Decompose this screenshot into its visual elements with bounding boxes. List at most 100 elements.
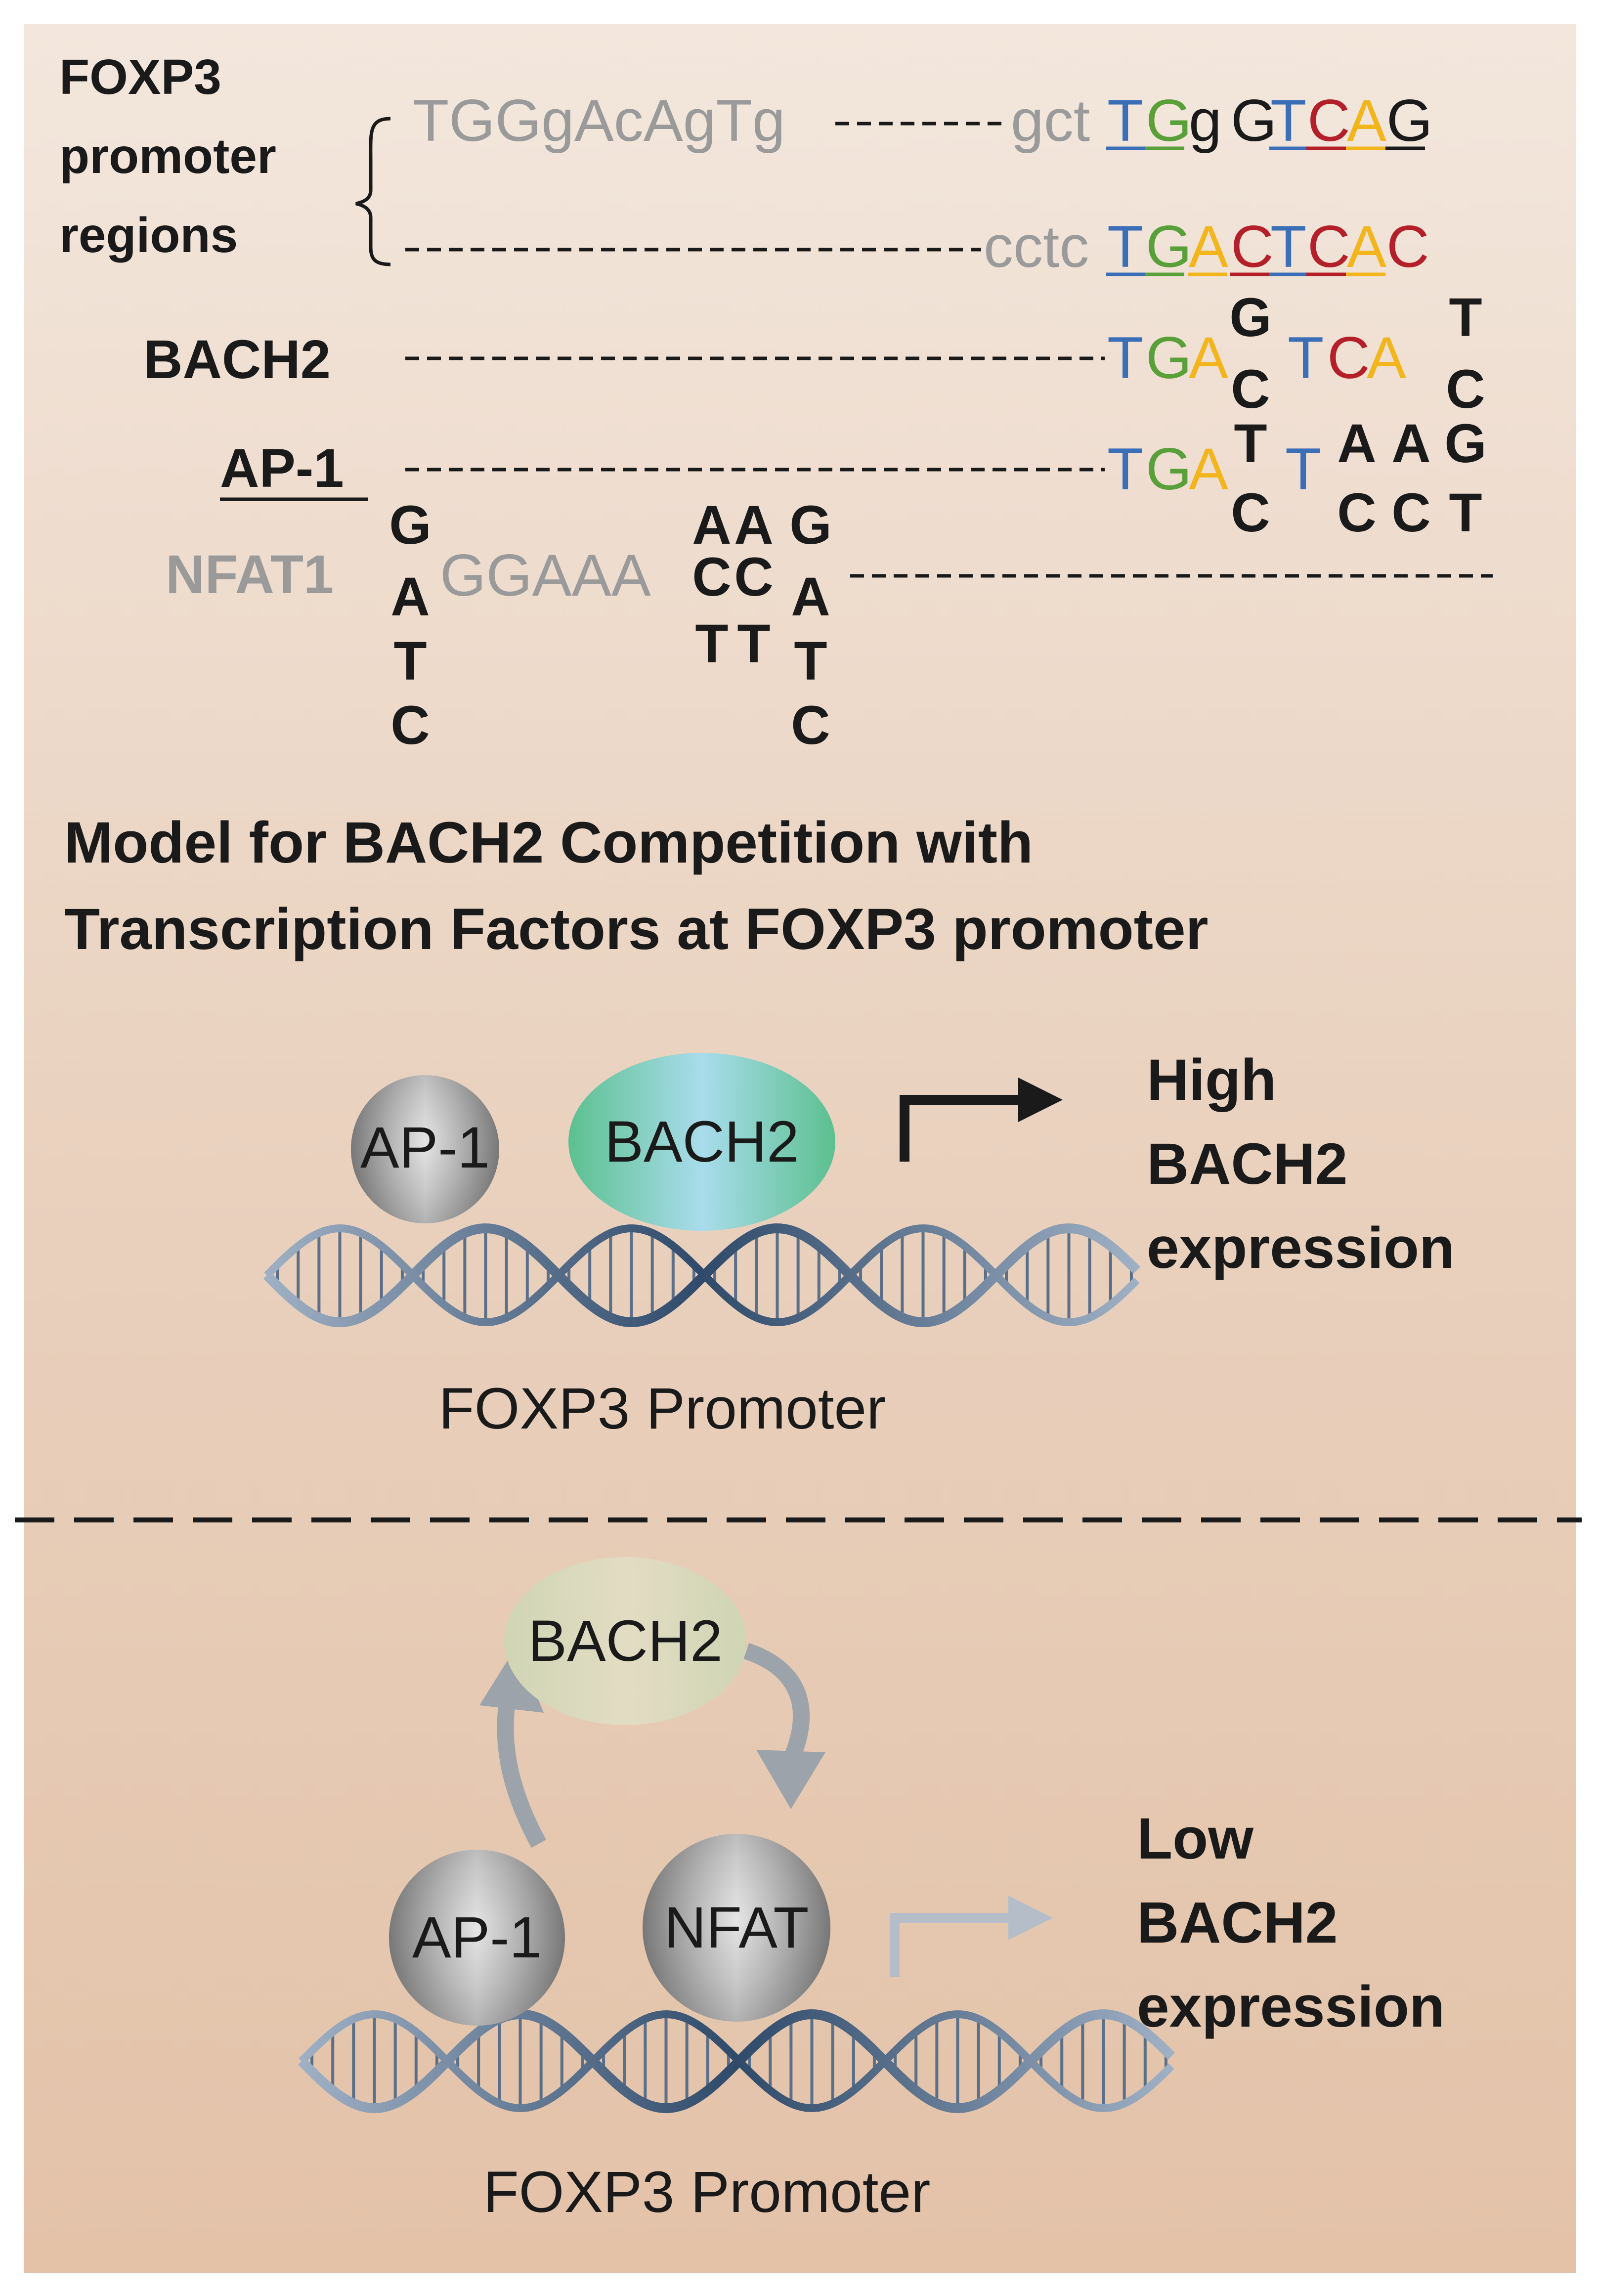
svg-text:AP-1: AP-1 [360,1115,490,1180]
base-letter: G [389,495,432,556]
base-letter: C [1391,482,1430,543]
svg-text:promoter: promoter [59,129,276,184]
low-expression-label: Low BACH2 expression [1137,1806,1445,2039]
base-letter: C [1327,325,1370,391]
base-letter: G [1146,87,1192,154]
foxp3-promoter-label: FOXP3 promoter regions [59,49,276,263]
curved-arrow-down-icon [743,1643,825,1809]
base-letter: T [1285,436,1321,502]
promoter-label-top: FOXP3 Promoter [439,1376,886,1441]
high-expression-label: High BACH2 expression [1147,1047,1455,1281]
svg-text:FOXP3: FOXP3 [59,49,221,105]
svg-text:cctc: cctc [984,214,1089,280]
svg-text:BACH2: BACH2 [1137,1890,1338,1955]
base-letter: A [390,566,430,627]
base-letter: C [791,695,830,756]
base-letter: A [1367,325,1406,391]
svg-text:BACH2: BACH2 [1147,1131,1348,1197]
dna-strand [299,2010,1174,2113]
svg-text:NFAT1: NFAT1 [166,544,334,605]
base-letter: T [1107,325,1143,391]
top-model: AP-1 BACH2 High BACH2 expression FOXP3 P… [263,1047,1455,1441]
base-letter: C [1307,87,1350,154]
dna-helix-bottom [298,2009,1175,2114]
svg-text:BACH2: BACH2 [143,329,331,390]
base-letter: T [1107,436,1143,502]
svg-text:gct: gct [1011,87,1090,154]
promoter-label-bottom: FOXP3 Promoter [483,2160,931,2225]
dna-strand [264,1224,1140,1327]
ap1-protein-bottom: AP-1 [389,1850,565,2026]
dna-helix-top [263,1223,1141,1328]
svg-text:Low: Low [1137,1806,1254,1871]
base-letter: G [1444,413,1487,474]
base-letter: C [1337,482,1376,543]
base-letter: G [1146,214,1192,280]
ap1-protein-top: AP-1 [351,1075,499,1223]
bottom-model: BACH2 AP-1 NFAT Low BACH2 expression FOX… [298,1557,1445,2225]
base-letter: G [1229,287,1272,348]
base-letter: T [1270,87,1306,154]
base-letter: A [1391,413,1430,474]
base-letter: A [1189,436,1228,502]
base-letter: G [1146,325,1192,391]
base-letter: T [737,613,770,674]
svg-text:GGAAA: GGAAA [440,542,651,608]
base-letter: A [1337,413,1376,474]
svg-text:NFAT: NFAT [664,1895,809,1960]
base-letter: C [1231,482,1270,543]
bach2-protein-top: BACH2 [568,1053,835,1231]
svg-text:TGGgAcAgTg: TGGgAcAgTg [413,87,785,154]
svg-text:expression: expression [1137,1974,1445,2039]
svg-text:BACH2: BACH2 [528,1608,722,1674]
svg-text:AP-1: AP-1 [412,1905,542,1970]
svg-text:Model for BACH2 Competition wi: Model for BACH2 Competition with [64,810,1033,875]
base-letter: T [695,613,728,674]
model-title: Model for BACH2 Competition with Transcr… [64,810,1209,962]
base-letter: C [390,695,430,756]
base-letter: A [1347,87,1386,154]
base-letter: A [1189,325,1228,391]
base-letter: T [1107,87,1143,154]
base-letter: T [1107,214,1143,280]
base-letter: T [1270,214,1306,280]
base-letter: g [1189,87,1222,154]
transcription-arrow-icon [900,1078,1063,1162]
base-letter: A [734,495,773,556]
base-letter: C [1386,214,1429,280]
svg-text:expression: expression [1147,1215,1455,1281]
base-letter: T [1449,287,1482,348]
base-letter: C [1307,214,1350,280]
base-letter: C [692,547,731,607]
nfat-protein-bottom: NFAT [643,1834,830,2022]
base-letter: C [1446,359,1485,420]
base-letter: T [1234,413,1267,474]
base-letter: A [1347,214,1386,280]
base-letter: T [1449,482,1482,543]
svg-text:Transcription Factors at FOXP3: Transcription Factors at FOXP3 promoter [64,897,1209,962]
svg-text:regions: regions [59,208,238,263]
base-letter: T [1288,325,1324,391]
svg-text:BACH2: BACH2 [605,1109,799,1174]
base-letter: T [794,631,827,692]
base-letter: G [789,495,832,556]
base-letter: G [1146,436,1192,502]
base-letter: A [692,495,731,556]
svg-text:AP-1: AP-1 [220,438,344,499]
bach2-protein-bottom: BACH2 [504,1557,746,1725]
base-letter: T [393,631,427,692]
base-letter: C [1231,214,1274,280]
base-letter: C [1231,359,1270,420]
curved-arrow-up-icon [479,1646,546,1848]
weak-transcription-arrow-icon [890,1896,1053,1977]
